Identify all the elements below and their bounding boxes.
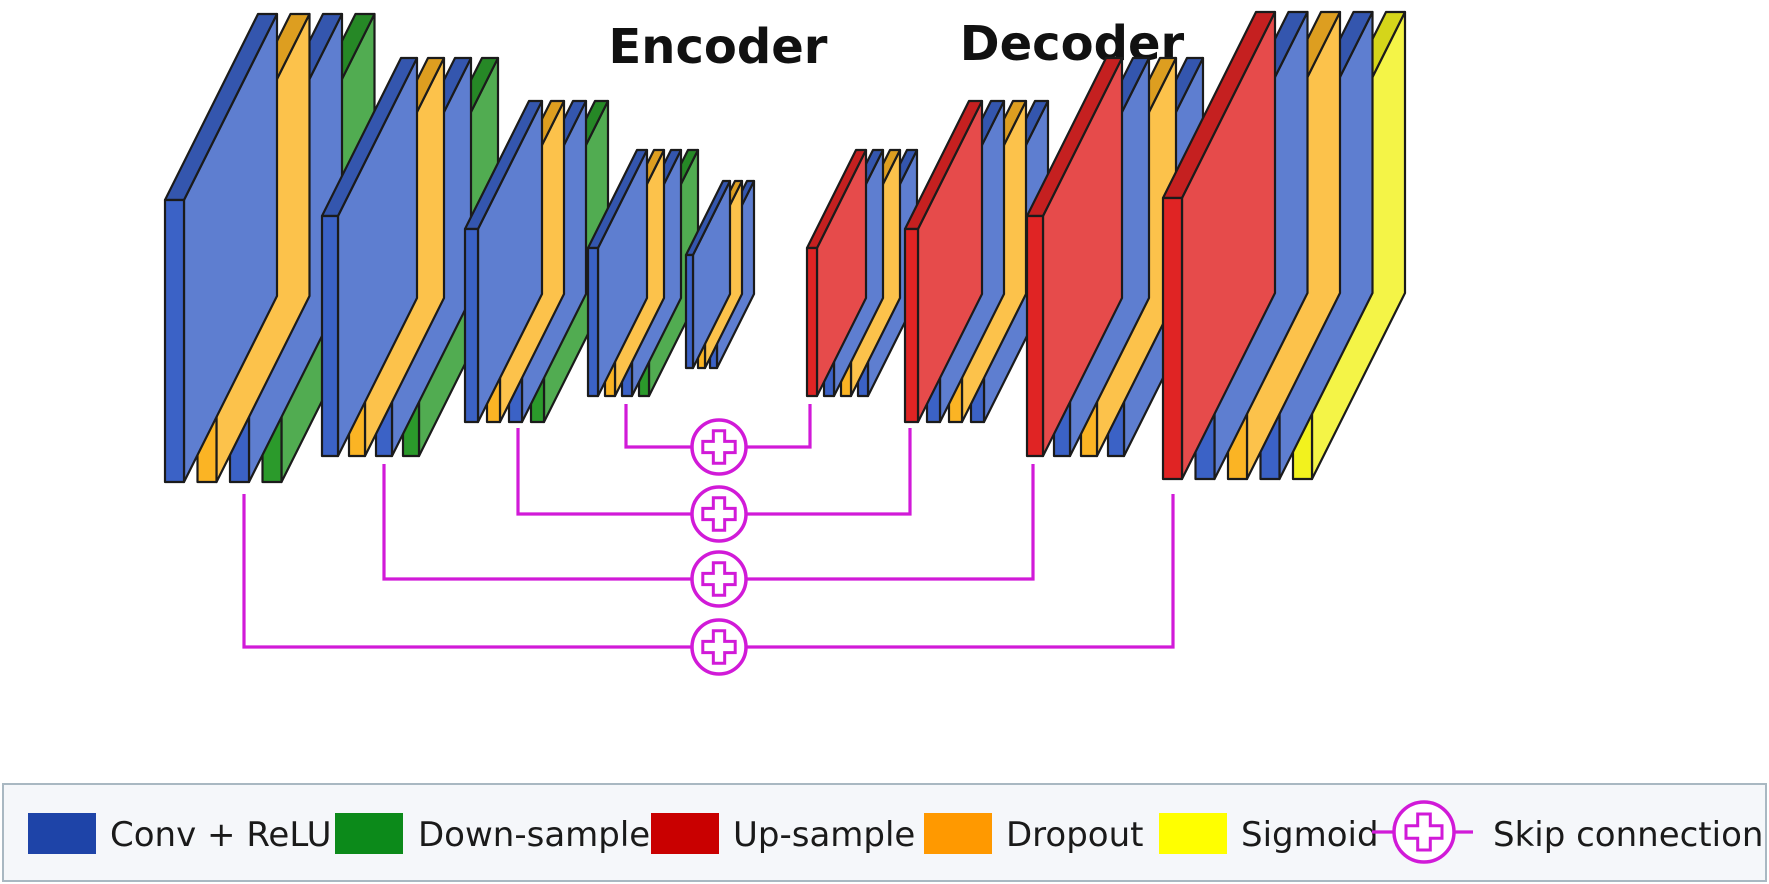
decoder-block-2 [903,99,1050,424]
skip-connections [242,404,1175,676]
legend-swatch-up-sample [651,813,719,854]
skip-line-left [624,404,692,449]
layer-front-face [463,227,480,424]
legend-swatch-down-sample [335,813,403,854]
skip-line-left [516,428,692,516]
layer-conv [320,56,419,458]
circle-plus-icon [690,550,748,608]
layer-front-face [586,246,600,398]
layer-up [805,148,868,398]
layer-conv [586,148,649,398]
skip-connection-encoder-block-2-to-decoder-block-3 [382,464,1035,608]
layer-up [903,99,984,424]
skip-connection-encoder-block-4-to-decoder-block-1 [624,404,812,476]
skip-line-right [746,464,1035,581]
circle-plus-icon [690,418,748,476]
bottleneck-block [684,179,756,370]
legend-label-up-sample: Up-sample [733,815,915,855]
layer-front-face [903,227,920,424]
skip-line-right [746,494,1175,649]
circle-plus-icon [690,618,748,676]
decoder-block-1 [805,148,919,398]
encoder-block-4 [586,148,700,398]
skip-line-left [242,494,692,649]
layer-conv [163,12,279,484]
encoder-block-3 [463,99,610,424]
legend-label-dropout: Dropout [1006,815,1143,855]
legend-swatch-sigmoid [1159,813,1227,854]
skip-line-right [746,404,812,449]
encoder-block-1 [163,12,376,484]
legend-swatch-dropout [924,813,992,854]
skip-line-left [382,464,692,581]
legend-label-down-sample: Down-sample [418,815,650,855]
legend-skip-connection-icon [1372,800,1473,864]
decoder-block-4 [1161,10,1407,481]
circle-plus-icon [1392,800,1456,864]
layer-front-face [805,246,819,398]
layer-front-face [1161,196,1184,481]
encoder-block-2 [320,56,500,458]
network-blocks [163,10,1407,484]
legend-swatch-conv [28,813,96,854]
skip-connection-encoder-block-1-to-decoder-block-4 [242,494,1175,676]
skip-line-right [746,428,912,516]
layer-up [1161,10,1277,481]
layer-conv [463,99,544,424]
encoder-title: Encoder [609,19,828,75]
legend-label-sigmoid: Sigmoid [1241,815,1379,855]
section-titles: Encoder Decoder [609,16,1185,75]
layer-up [1025,56,1124,458]
legend-label-skip-connection: Skip connection [1493,815,1763,855]
layer-front-face [320,214,340,458]
legend: Conv + ReLU Down-sample Up-sample Dropou… [2,783,1767,882]
layer-front-face [1025,214,1045,458]
legend-label-conv: Conv + ReLU [110,815,331,855]
skip-connection-encoder-block-3-to-decoder-block-2 [516,428,912,543]
layer-front-face [684,253,695,370]
layer-conv [684,179,732,370]
circle-plus-icon [690,485,748,543]
layer-front-face [163,198,186,484]
decoder-title: Decoder [960,16,1185,72]
